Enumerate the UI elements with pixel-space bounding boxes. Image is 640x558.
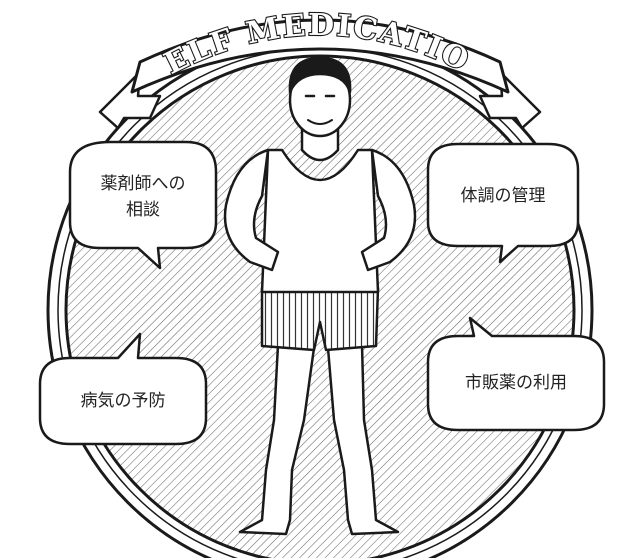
neck	[300, 126, 340, 162]
striped-shorts	[260, 286, 380, 352]
bubble-otc-label: 市販薬の利用	[465, 373, 567, 393]
man-figure-illustration	[223, 56, 417, 536]
bubble-consult: 薬剤師への 相談	[68, 140, 218, 270]
bubble-consult-line1: 薬剤師への	[101, 174, 186, 194]
bubble-consult-line2: 相談	[126, 200, 160, 220]
bubble-otc: 市販薬の利用	[426, 316, 606, 432]
bubble-prevent: 病気の予防	[38, 332, 208, 446]
bubble-prevent-label: 病気の予防	[81, 391, 166, 411]
hair	[288, 56, 352, 94]
right-arm	[360, 148, 417, 272]
left-arm	[223, 148, 280, 272]
bubble-health: 体調の管理	[426, 142, 580, 264]
bubble-health-label: 体調の管理	[461, 186, 546, 206]
left-leg	[238, 343, 316, 536]
right-leg	[326, 343, 400, 536]
